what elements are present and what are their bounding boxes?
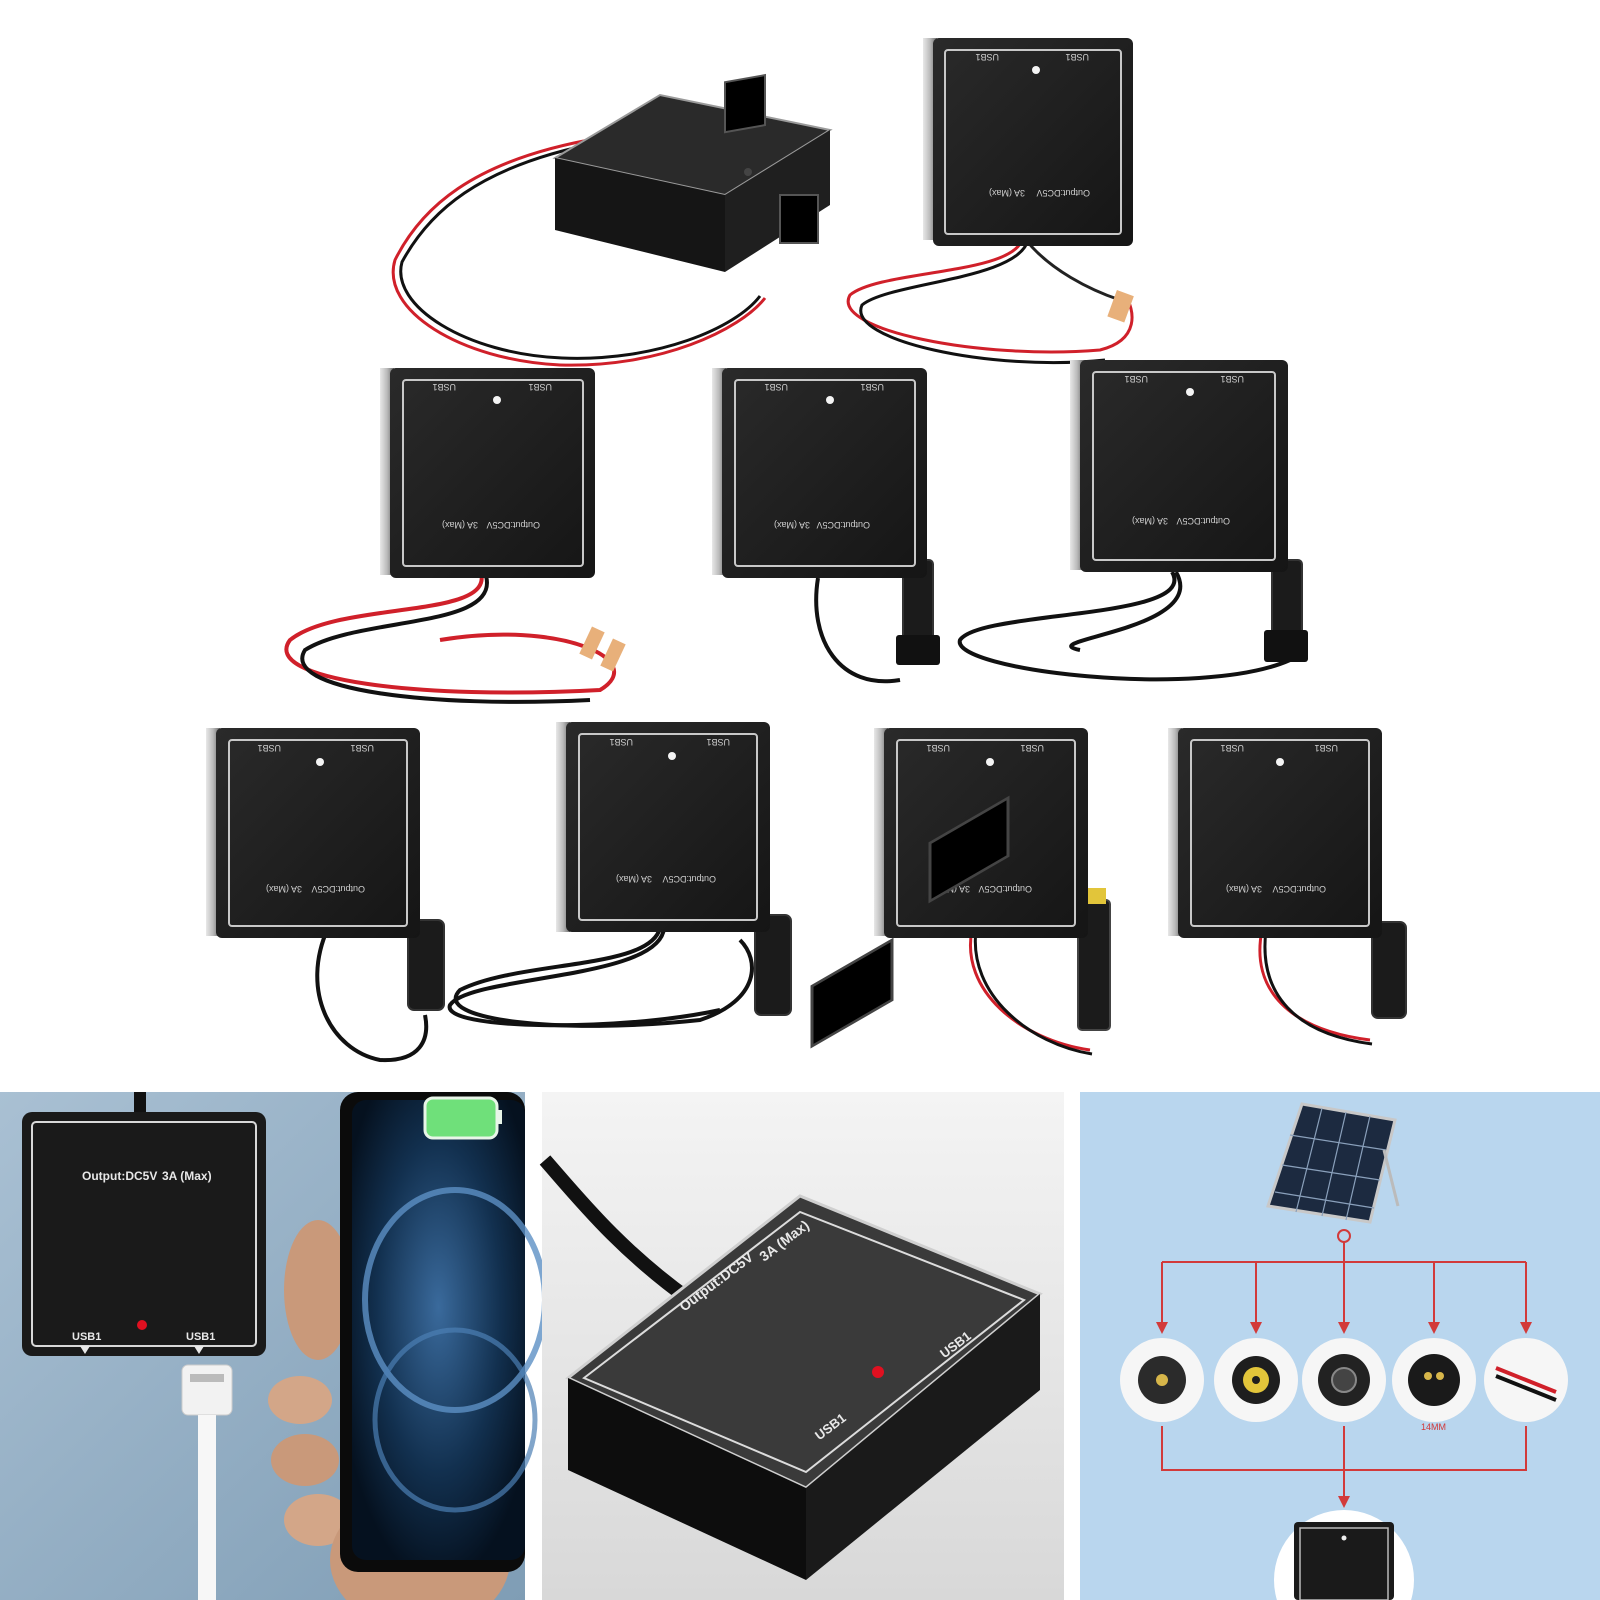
usb-label: USB1: [975, 52, 999, 62]
usb-label: USB1: [1220, 743, 1244, 753]
output-current-label: 3A (Max): [266, 884, 302, 894]
module-row3-1: [206, 728, 445, 1063]
output-spec-label: Output:DC5V: [1036, 188, 1090, 198]
module-mid-3: [957, 360, 1308, 682]
connector-option-5: [1484, 1338, 1568, 1422]
wire-red: [846, 239, 1134, 354]
usb-cable-icon: [181, 1364, 233, 1600]
usb-label: USB1: [350, 743, 374, 753]
usb-label: USB1: [257, 743, 281, 753]
wire-coil-red: [284, 569, 616, 695]
indicator-led: [137, 1320, 147, 1330]
module-mid-2: [712, 368, 940, 684]
module-row3-4: [1168, 728, 1407, 1046]
panel-phone-charging: Output:DC5V 3A (Max) USB1 USB1: [0, 1092, 548, 1600]
cable-size-label: 14MM: [1421, 1422, 1446, 1432]
output-current-label: 3A (Max): [616, 874, 652, 884]
panel-closeup: Output:DC5V 3A (Max) USB1 USB1: [539, 795, 1064, 1600]
usb-label: USB1: [706, 737, 730, 747]
usb-label: USB1: [1314, 743, 1338, 753]
usb-label: USB1: [609, 737, 633, 747]
usb-label: USB1: [764, 382, 788, 392]
wire-coil-black: [300, 569, 591, 704]
output-current-label: 3A (Max): [774, 520, 810, 530]
usb-label: USB1: [1220, 374, 1244, 384]
output-spec-label: Output:DC5V: [82, 1169, 157, 1183]
output-spec-label: Output:DC5V: [486, 520, 540, 530]
output-current-label: 3A (Max): [442, 520, 478, 530]
battery-icon: [423, 1096, 499, 1140]
usb-label: USB1: [926, 743, 950, 753]
output-spec-label: Output:DC5V: [1272, 884, 1326, 894]
smartphone-icon: [340, 1092, 548, 1572]
wire-black: [859, 239, 1106, 365]
usb-label: USB1: [528, 382, 552, 392]
usb-label: USB1: [72, 1331, 101, 1343]
output-spec-label: Output:DC5V: [816, 520, 870, 530]
connector-option-1: [1120, 1338, 1204, 1422]
module-top-right: [846, 38, 1134, 365]
output-current-label: 3A (Max): [1132, 516, 1168, 526]
usb-label: USB1: [1124, 374, 1148, 384]
output-current-label: 3A (Max): [989, 188, 1025, 198]
output-spec-label: Output:DC5V: [978, 884, 1032, 894]
module-preview: [1274, 1510, 1414, 1600]
solar-panel-icon: [1266, 1102, 1400, 1224]
connector-option-4: 14MM: [1392, 1338, 1476, 1432]
module-face-labels: USB1 USB1 Output:DC5V 3A (Max) USB1 USB1…: [257, 52, 1338, 894]
output-current-label: 3A (Max): [1226, 884, 1262, 894]
output-current-label: 3A (Max): [162, 1169, 212, 1183]
wire-red: [391, 136, 767, 367]
module-row3-2: [447, 722, 792, 1028]
connector-option-3: [1302, 1338, 1386, 1422]
connector-option-2: [1214, 1338, 1298, 1422]
output-spec-label: Output:DC5V: [662, 874, 716, 884]
wire-black: [399, 140, 762, 360]
usb-label: USB1: [186, 1331, 215, 1343]
usb-label: USB1: [1065, 52, 1089, 62]
usb-label: USB1: [432, 382, 456, 392]
connection-arrows: [1161, 1229, 1527, 1500]
indicator-led: [872, 1366, 884, 1378]
output-spec-label: Output:DC5V: [1176, 516, 1230, 526]
usb-label: USB1: [1020, 743, 1044, 753]
output-spec-label: Output:DC5V: [311, 884, 365, 894]
panel-diagram: 14MM: [1080, 1092, 1600, 1600]
usb-label: USB1: [860, 382, 884, 392]
module-mid-1: [284, 368, 626, 704]
module-angled: [391, 73, 833, 367]
